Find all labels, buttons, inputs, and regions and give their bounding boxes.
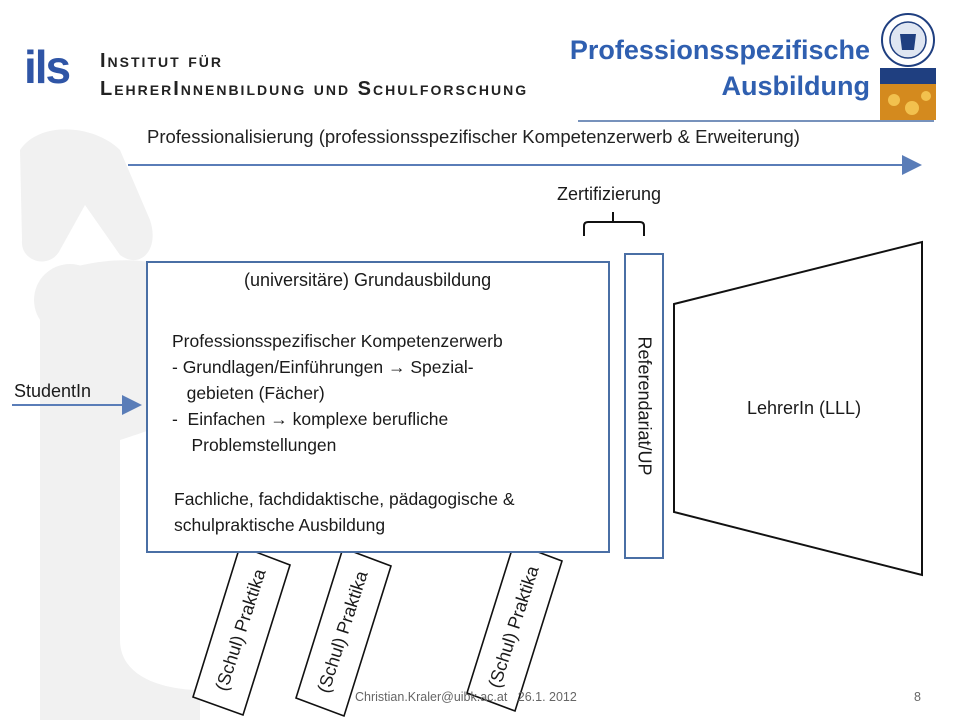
page-title-line2: Ausbildung <box>721 71 870 101</box>
subject-training-line: Fachliche, fachdidaktische, pädagogische… <box>174 489 515 509</box>
certification-bracket <box>583 212 645 236</box>
competence-line: gebieten (Fächer) <box>172 383 325 403</box>
competence-line: Problemstellungen <box>172 435 337 455</box>
institute-name-line1: Institut für <box>100 50 223 72</box>
teacher-label: LehrerIn (LLL) <box>747 398 862 418</box>
subject-training-line: schulpraktische Ausbildung <box>174 515 386 535</box>
praktikum-box-3-shape <box>466 541 563 713</box>
footer-text: Christian.Kraler@uibk.ac.at 26.1. 2012 <box>355 690 577 704</box>
competence-line: Professionsspezifischer Kompetenzerwerb <box>172 331 503 351</box>
ils-logo-text: ils <box>24 41 71 93</box>
page-number: 8 <box>914 690 921 704</box>
competence-line: - Einfachen → komplexe berufliche <box>172 409 449 429</box>
university-seal-logo <box>880 13 936 120</box>
subject-training-description: Fachliche, fachdidaktische, pädagogische… <box>174 486 515 538</box>
ils-logo: ils <box>24 40 71 94</box>
competence-line: - Grundlagen/Einführungen → Spezial- <box>172 357 474 377</box>
certification-label: Zertifizierung <box>557 184 662 204</box>
competence-description: Professionsspezifischer Kompetenzerwerb … <box>172 328 503 458</box>
teacher-trapezoid <box>673 240 923 577</box>
professionalization-label: Professionalisierung (professionsspezifi… <box>147 126 800 147</box>
referendariat-box <box>624 253 664 559</box>
praktikum-box-2-shape <box>295 546 392 718</box>
student-label: StudentIn <box>14 381 92 401</box>
basic-education-title: (universitäre) Grundausbildung <box>244 270 492 290</box>
praktikum-box-1-shape <box>192 544 291 717</box>
page-title-line1: Professionsspezifische <box>569 35 870 65</box>
institute-name-line2: LehrerInnenbildung und Schulforschung <box>100 78 529 100</box>
referendariat-label: Referendariat/UP <box>634 336 655 476</box>
basic-education-box <box>146 261 610 553</box>
